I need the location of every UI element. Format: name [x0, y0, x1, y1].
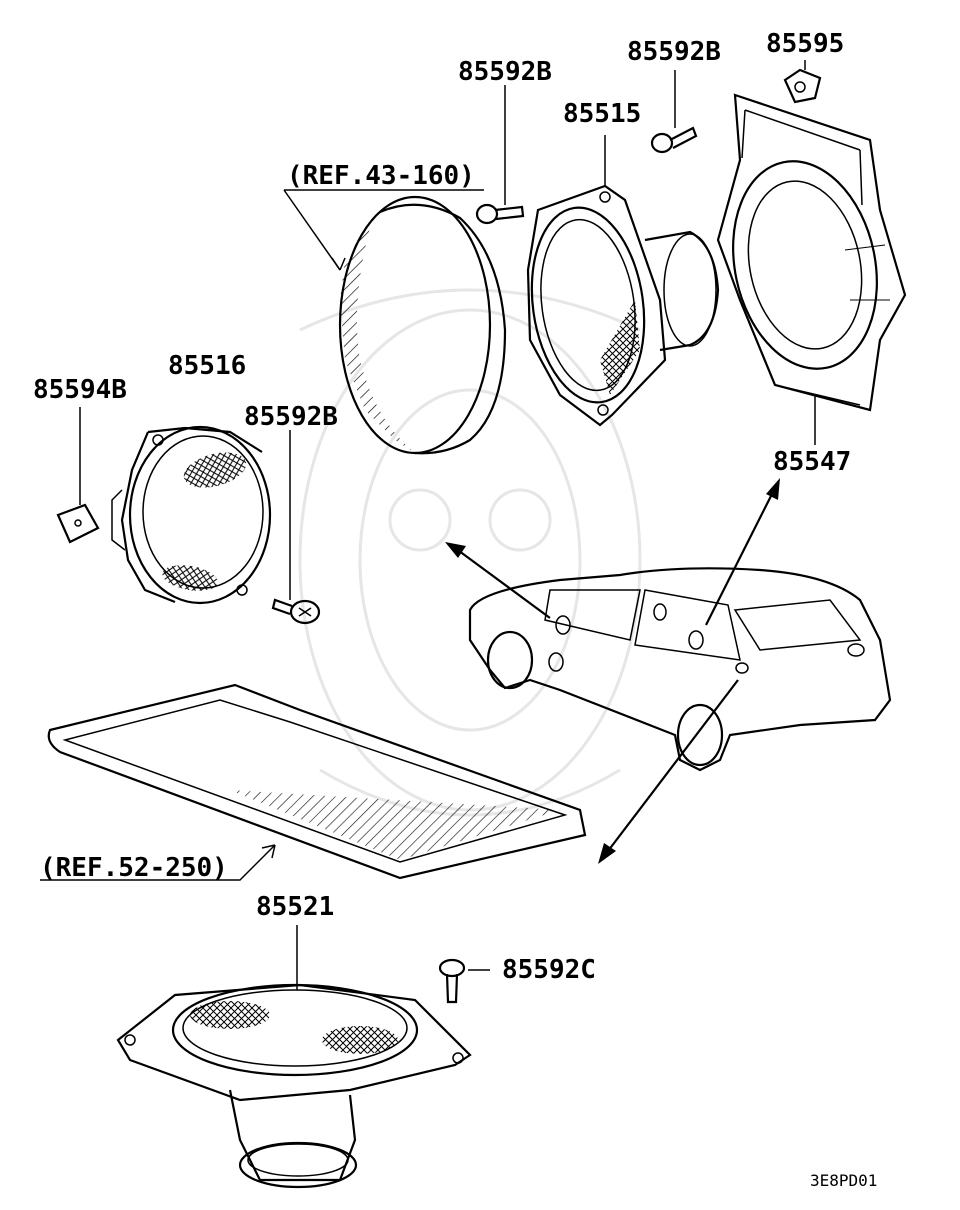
label-85592B-top: 85592B [458, 57, 552, 87]
label-ref-52-250: (REF.52-250) [40, 853, 228, 883]
speaker-85516 [111, 425, 272, 605]
car-illustration [468, 567, 892, 772]
screw-85592B-top-right [650, 70, 698, 154]
clip-85594B [56, 407, 100, 544]
label-85592B-left: 85592B [244, 402, 338, 432]
label-85547: 85547 [773, 447, 851, 477]
screw-85592B-top [475, 85, 525, 225]
label-85516: 85516 [168, 351, 246, 381]
drawing-code: 3E8PD01 [810, 1171, 877, 1190]
bracket-85547 [716, 93, 907, 445]
screw-85592B-left [271, 430, 321, 625]
label-85594B: 85594B [33, 375, 127, 405]
label-ref-43-160: (REF.43-160) [287, 161, 475, 191]
label-85515: 85515 [563, 99, 641, 129]
clip-85595 [783, 60, 822, 104]
screw-85592C [438, 958, 490, 1004]
label-85592C: 85592C [502, 955, 596, 985]
speaker-85515 [526, 135, 720, 427]
label-85521: 85521 [256, 892, 334, 922]
rear-shelf-ref-52-250 [40, 683, 587, 881]
speaker-85521 [116, 925, 472, 1189]
speaker-grille-ref-43-160 [283, 189, 507, 455]
callout-arrows [445, 478, 780, 864]
label-85595: 85595 [766, 29, 844, 59]
label-85592B-top-right: 85592B [627, 37, 721, 67]
